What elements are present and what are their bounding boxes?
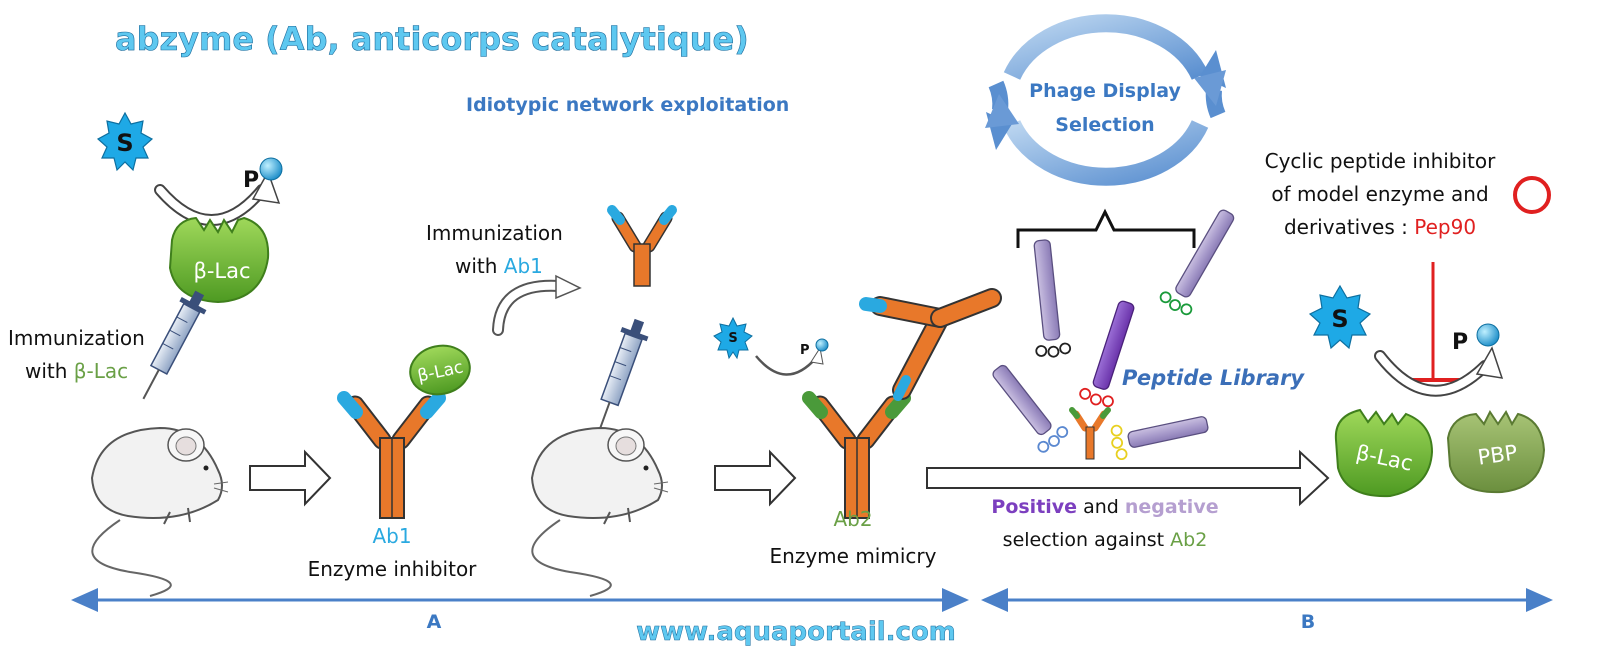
product-label: P xyxy=(243,168,259,193)
cyclic-peptide-ring-icon xyxy=(1513,176,1551,214)
product-ball-icon xyxy=(259,157,283,181)
ab1-caption: Enzyme inhibitor xyxy=(308,557,478,581)
flow-arrow-1 xyxy=(249,449,332,507)
right-product-label: P xyxy=(1452,330,1468,355)
section-a-label: A xyxy=(427,611,442,633)
subtitle: Idiotypic network exploitation xyxy=(466,94,789,116)
substrate-star-icon: S xyxy=(96,111,154,172)
mimicry-product-label: P xyxy=(800,343,810,358)
syringe-icon-2 xyxy=(599,318,649,428)
antibody-ab2-icon xyxy=(802,288,1002,519)
mimicry-reaction-icon: S P xyxy=(713,316,829,376)
substrate-label: S xyxy=(116,129,133,157)
syringe-icon-1 xyxy=(142,290,207,400)
beta-lac-enzyme-right-icon: β-Lac xyxy=(1334,408,1434,498)
mouse-icon-2 xyxy=(530,426,669,597)
beta-lac-bound-icon: β-Lac xyxy=(409,344,471,396)
selection-line2: selection against Ab2 xyxy=(1003,529,1208,551)
section-b-label: B xyxy=(1301,611,1315,633)
enzyme-label-left: β-Lac xyxy=(193,259,250,283)
pbp-enzyme-icon: PBP xyxy=(1446,410,1546,494)
ab2-name: Ab2 xyxy=(833,507,872,531)
peptide-library-label: Peptide Library xyxy=(1122,366,1305,390)
beta-lac-enzyme-icon: β-Lac xyxy=(168,216,270,304)
antibody-ab1-icon: β-Lac xyxy=(337,344,471,519)
library-bracket xyxy=(1016,208,1196,248)
mouse-icon-1 xyxy=(90,426,229,597)
phage-display-line2: Selection xyxy=(1055,114,1154,136)
left-enzyme-reaction: S P β-Lac xyxy=(96,111,283,304)
selection-line1: Positive and negative xyxy=(991,496,1218,518)
phage-display-line1: Phage Display xyxy=(1029,80,1181,102)
phage-display-cycle: Phage Display Selection xyxy=(985,14,1226,186)
ab1-name: Ab1 xyxy=(372,524,411,548)
ab2-caption: Enzyme mimicry xyxy=(770,544,937,568)
right-substrate-label: S xyxy=(1331,305,1348,333)
cyclic-peptide-line1: Cyclic peptide inhibitor xyxy=(1265,149,1497,173)
cyclic-peptide-line2: of model enzyme and xyxy=(1271,182,1488,206)
right-enzyme-reaction: S P β-Lac PBP xyxy=(1308,284,1546,498)
antibody-small-icon xyxy=(607,205,677,287)
main-title: abzyme (Ab, anticorps catalytique) xyxy=(115,20,749,58)
immunization-1-line2: with β-Lac xyxy=(25,359,128,383)
flow-arrow-2 xyxy=(714,449,797,507)
mimicry-substrate-label: S xyxy=(728,331,737,346)
immunization-2-line1: Immunization xyxy=(426,221,563,245)
immunization-1-line1: Immunization xyxy=(8,326,145,350)
flow-arrow-long xyxy=(926,449,1330,507)
website-watermark: www.aquaportail.com xyxy=(636,617,956,647)
cyclic-peptide-line3: derivatives : Pep90 xyxy=(1284,215,1476,239)
immunization-2-line2: with Ab1 xyxy=(455,254,543,278)
peptide-library-icon xyxy=(992,209,1235,461)
pbp-label: PBP xyxy=(1476,440,1519,469)
